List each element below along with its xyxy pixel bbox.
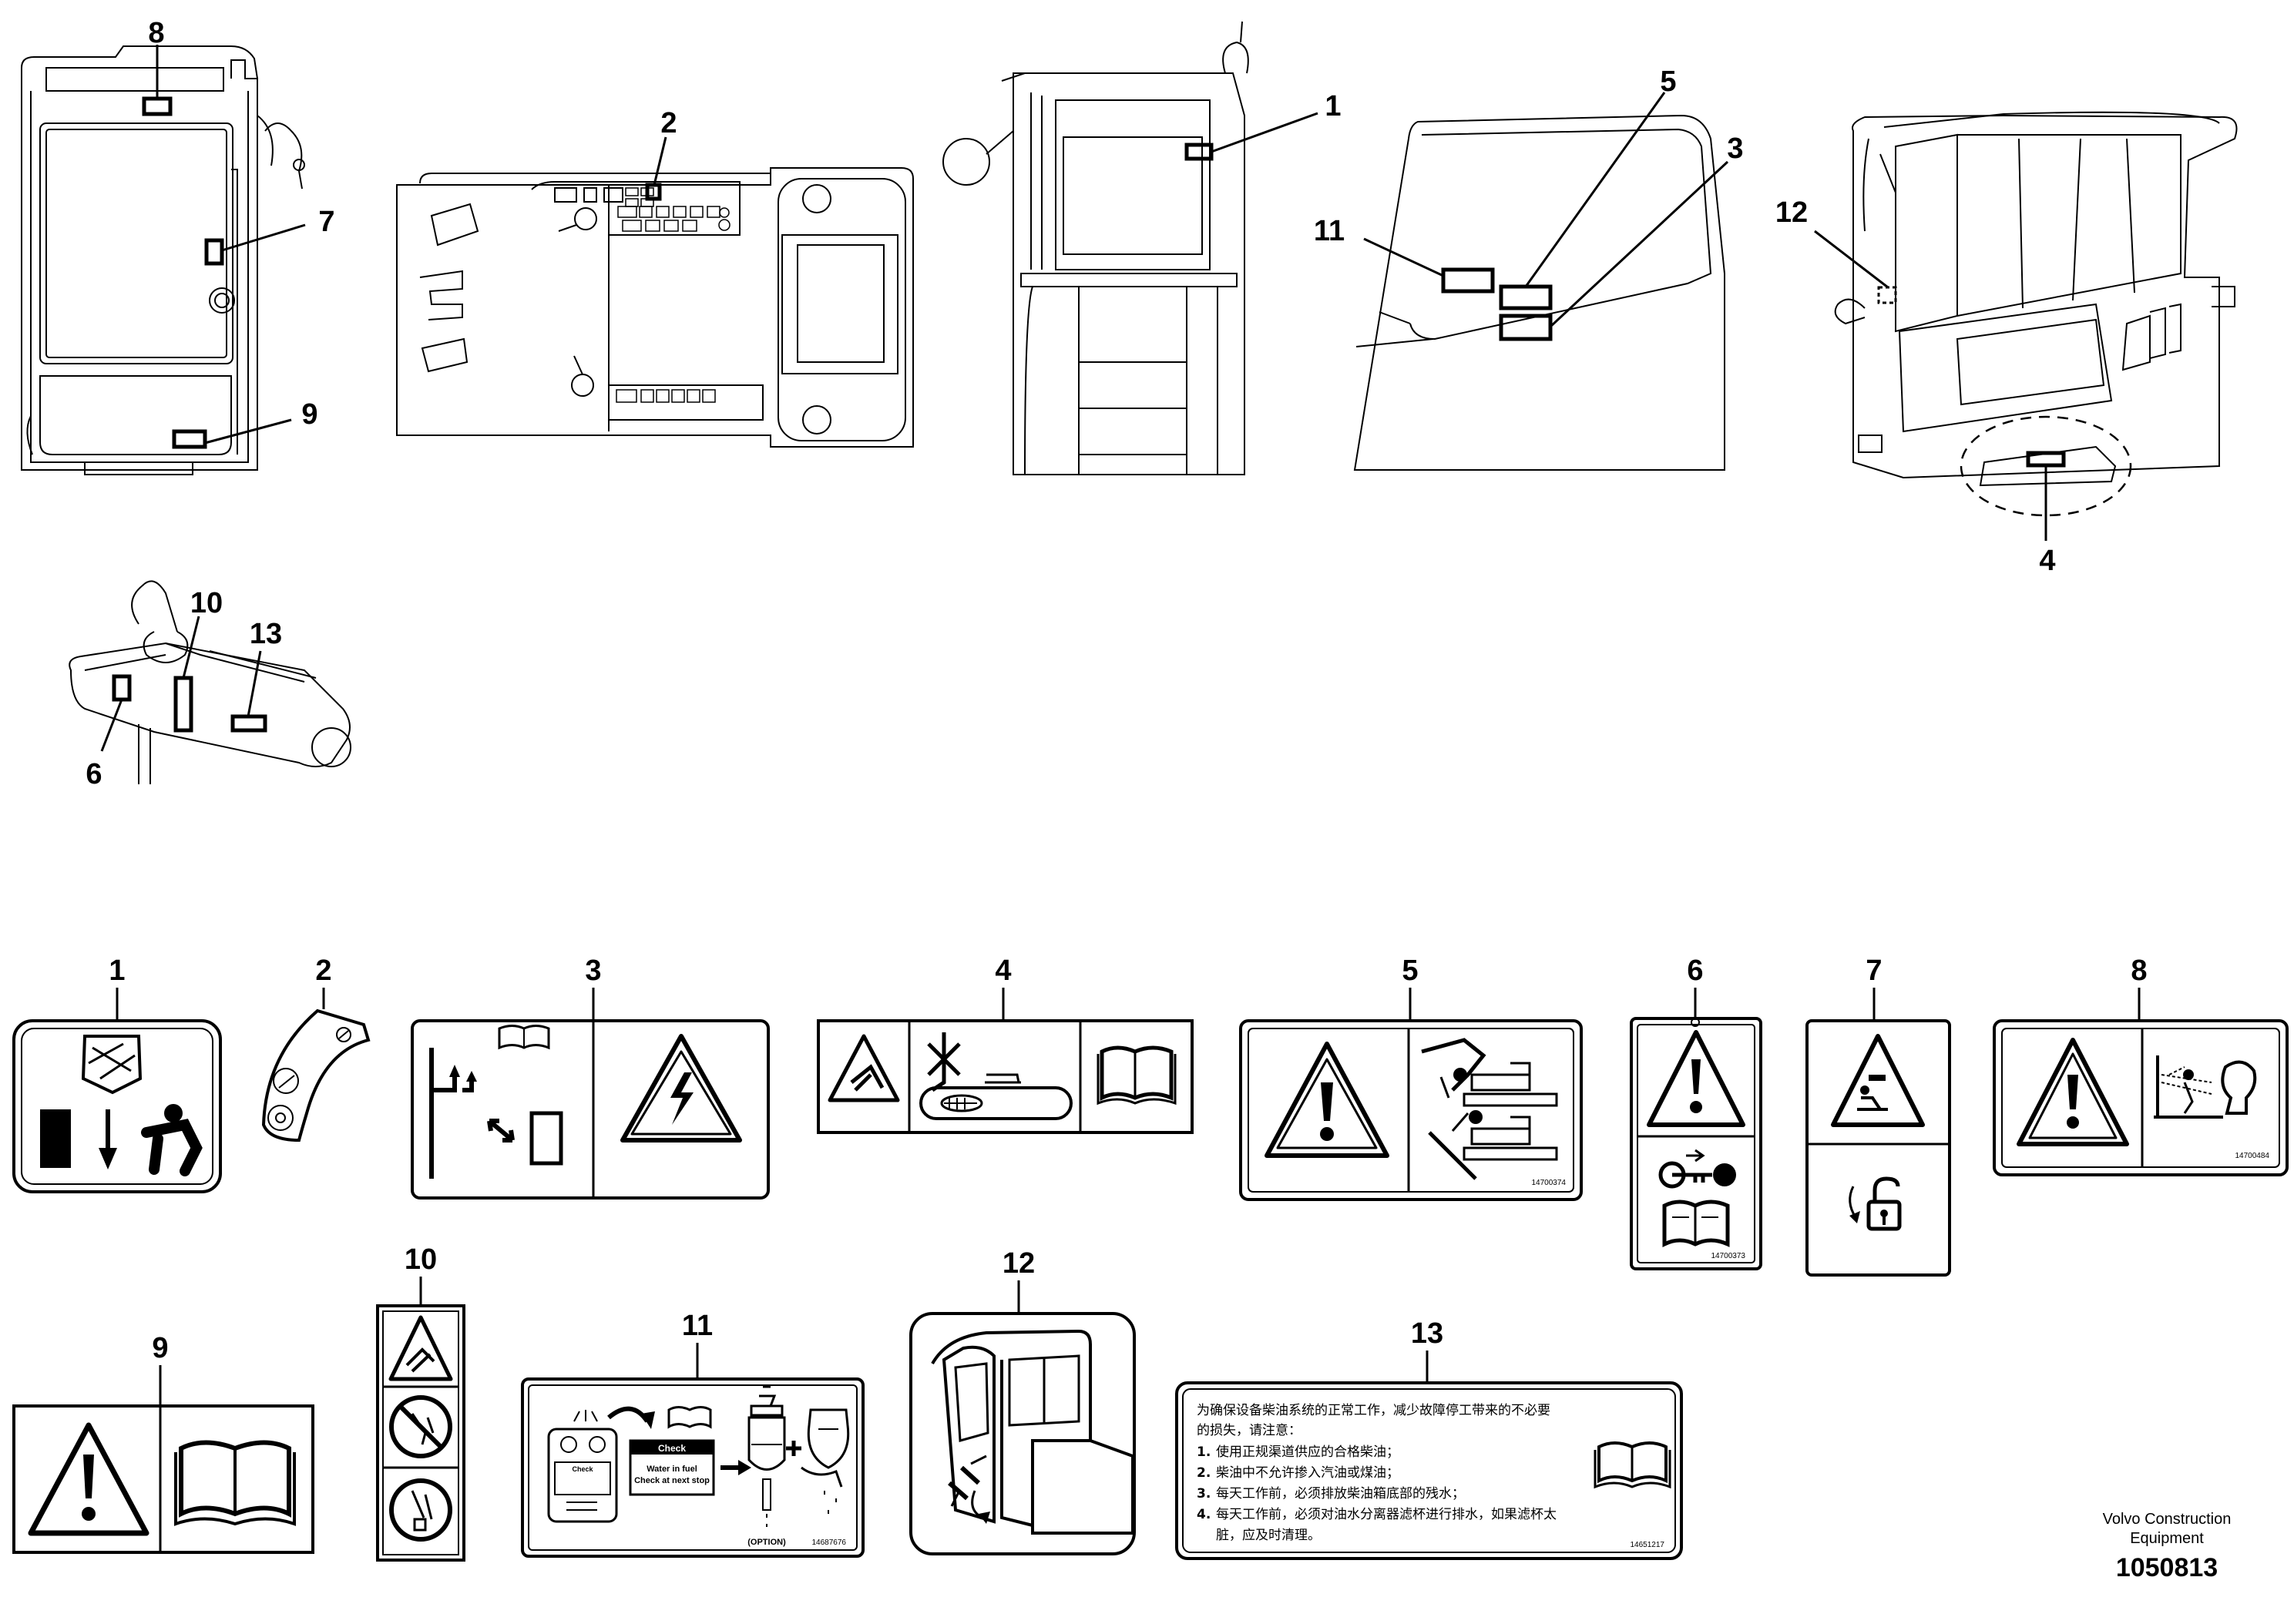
decal-2-number: 2 xyxy=(315,955,331,987)
footer-company-line2: Equipment xyxy=(2130,1530,2204,1547)
decal-1-number: 1 xyxy=(109,955,125,987)
location-marker-10 xyxy=(173,676,193,733)
decal-11-part-no: 14687676 xyxy=(812,1538,847,1547)
decal-13-item1-num: 1. xyxy=(1197,1444,1211,1460)
footer-drawing-number: 1050813 xyxy=(2116,1553,2218,1582)
decal-13-item4: 每天工作前，必须对油水分离器滤杯进行排水，如果滤杯太 xyxy=(1216,1507,1557,1522)
decal-13-line2: 的损失，请注意： xyxy=(1197,1423,1302,1438)
decal-5-number: 5 xyxy=(1402,955,1418,987)
callout-13: 13 xyxy=(250,618,282,650)
decal-5-excavator-warning: 14700374 xyxy=(1239,1019,1583,1201)
location-marker-3 xyxy=(1499,314,1553,341)
decal-7-lock-lever xyxy=(1805,1019,1951,1277)
decal-3-number: 3 xyxy=(585,955,601,987)
callout-6: 6 xyxy=(86,758,102,790)
decal-13-line1: 为确保设备柴油系统的正常工作，减少故障停工带来的不必要 xyxy=(1197,1403,1550,1418)
cab-front-view xyxy=(21,45,306,475)
decal-11-gauge-check: Check xyxy=(572,1465,593,1473)
decal-2-arc-sticker xyxy=(261,1008,371,1143)
callout-11: 11 xyxy=(1314,215,1345,247)
location-marker-11 xyxy=(1441,267,1495,294)
decal-13-item2-num: 2. xyxy=(1197,1465,1211,1481)
operator-station-top-view xyxy=(396,136,914,448)
decal-13-diesel-instructions: 为确保设备柴油系统的正常工作，减少故障停工带来的不必要 的损失，请注意： 1. … xyxy=(1175,1381,1683,1560)
callout-3: 3 xyxy=(1727,133,1743,165)
footer-company-line1: Volvo Construction xyxy=(2103,1511,2232,1528)
decal-10-no-hand xyxy=(376,1304,465,1562)
location-marker-7 xyxy=(204,238,224,266)
decal-13-item2: 柴油中不允许掺入汽油或煤油； xyxy=(1216,1465,1399,1481)
decal-3-electrical-hazard xyxy=(411,1019,770,1200)
decal-9-number: 9 xyxy=(152,1332,168,1364)
decal-8-number: 8 xyxy=(2131,955,2147,987)
decal-7-number: 7 xyxy=(1866,955,1882,987)
callout-9: 9 xyxy=(301,398,317,431)
location-marker-9 xyxy=(172,429,207,449)
decal-11-check-title: Check xyxy=(658,1443,686,1454)
decal-4-window-caution xyxy=(817,1019,1194,1134)
callout-10: 10 xyxy=(190,587,223,619)
location-marker-2 xyxy=(645,183,662,201)
decal-11-number: 11 xyxy=(682,1310,713,1342)
callout-5: 5 xyxy=(1660,65,1676,98)
location-marker-6 xyxy=(112,674,132,702)
decal-13-number: 13 xyxy=(1411,1317,1443,1350)
callout-12: 12 xyxy=(1775,196,1808,229)
decal-11-check-line2: Check at next stop xyxy=(634,1476,710,1485)
decal-6-key-manual: 14700373 xyxy=(1630,1017,1762,1270)
cab-rear-view xyxy=(942,21,1318,475)
decal-8-part-no: 14700484 xyxy=(2235,1152,2270,1160)
callout-2: 2 xyxy=(660,107,677,139)
decal-6-part-no: 14700373 xyxy=(1711,1252,1746,1260)
decal-11-check-line1: Water in fuel xyxy=(647,1465,697,1474)
decal-11-water-in-fuel: Check Check Water in fuel Check at next … xyxy=(521,1377,865,1558)
decal-13-part-no: 14651217 xyxy=(1631,1541,1665,1549)
decal-11-option: (OPTION) xyxy=(747,1538,786,1547)
location-marker-1 xyxy=(1184,143,1214,161)
decal-12-number: 12 xyxy=(1003,1247,1035,1280)
decal-13-item4-num: 4. xyxy=(1197,1507,1211,1522)
decal-13-item1: 使用正规渠道供应的合格柴油； xyxy=(1216,1444,1399,1460)
decal-13-item3-num: 3. xyxy=(1197,1486,1211,1502)
location-marker-4 xyxy=(2026,451,2066,468)
location-marker-5 xyxy=(1499,284,1553,310)
decal-1-crush-hazard xyxy=(12,1019,222,1193)
decal-4-number: 4 xyxy=(995,955,1011,987)
decal-5-part-no: 14700374 xyxy=(1532,1179,1567,1187)
decal-10-number: 10 xyxy=(405,1243,437,1276)
location-marker-8 xyxy=(142,96,173,116)
decal-8-warning: 14700484 xyxy=(1993,1019,2289,1176)
location-marker-13 xyxy=(230,714,267,733)
armrest-console-view xyxy=(69,580,351,784)
callout-7: 7 xyxy=(318,206,334,238)
cab-perspective-view xyxy=(1814,111,2238,541)
cab-side-panel-view xyxy=(1353,92,1729,471)
location-marker-12 xyxy=(1877,286,1897,304)
callout-4: 4 xyxy=(2039,545,2055,577)
decal-6-number: 6 xyxy=(1687,955,1703,987)
callout-1: 1 xyxy=(1325,90,1341,122)
decal-12-door-pinch xyxy=(909,1312,1136,1555)
decal-13-item4b: 脏，应及时清理。 xyxy=(1216,1528,1321,1543)
callout-8: 8 xyxy=(148,17,164,49)
decal-13-item3: 每天工作前，必须排放柴油箱底部的残水； xyxy=(1216,1486,1465,1502)
decal-9-read-manual xyxy=(12,1404,314,1554)
